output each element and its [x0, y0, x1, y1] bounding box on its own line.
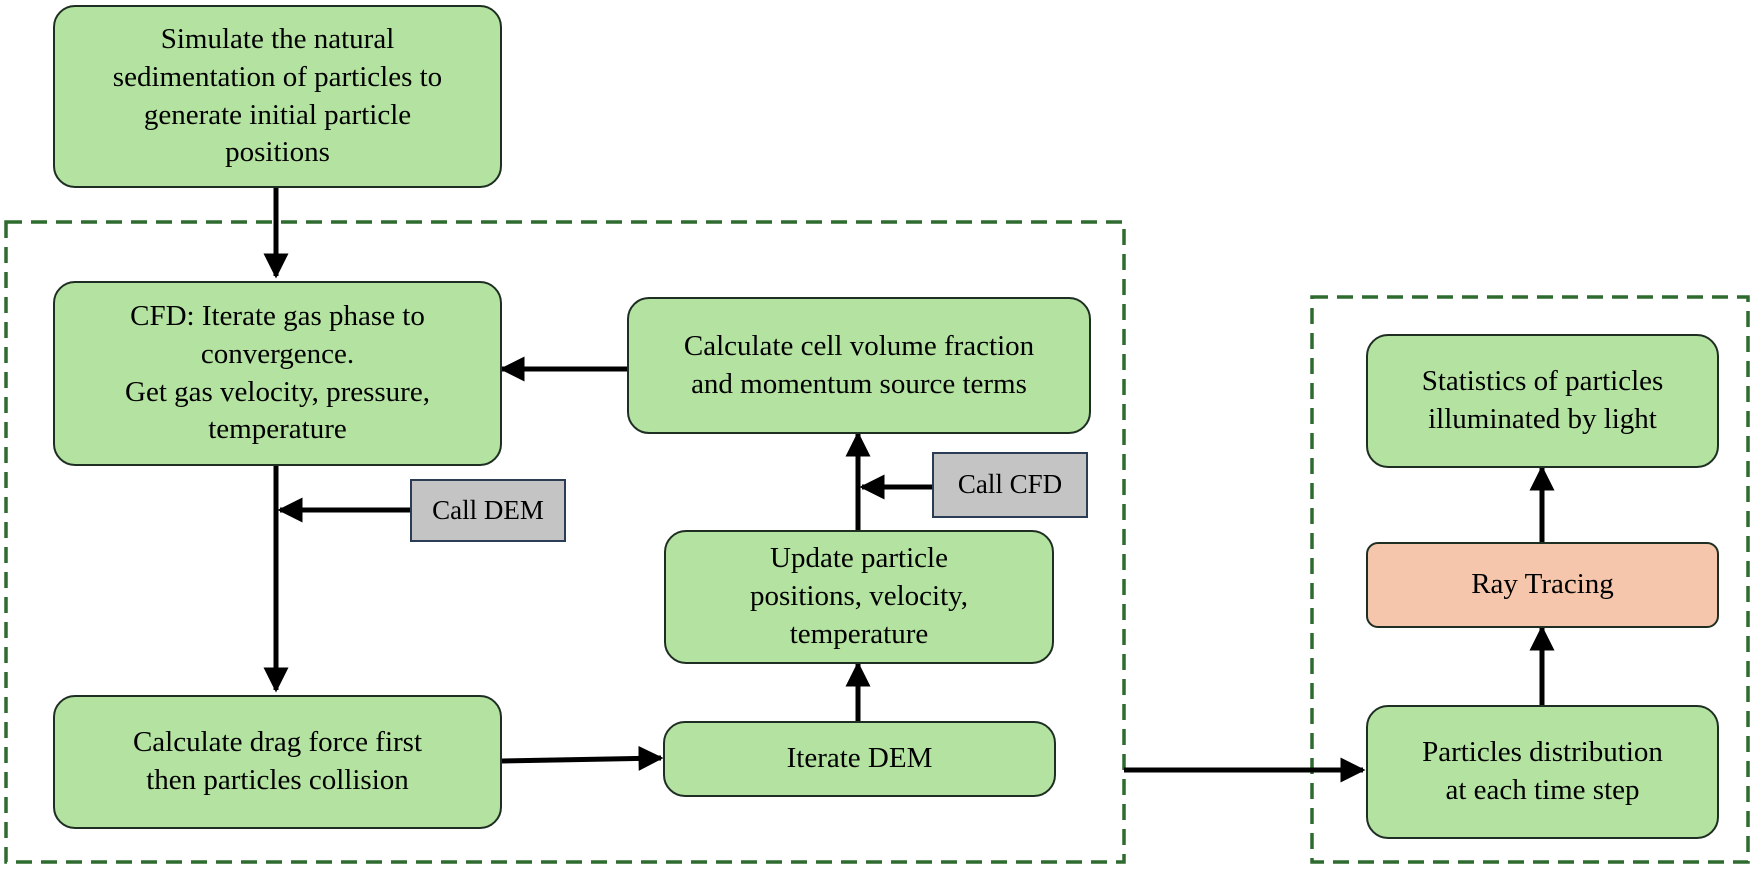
node-ray-tracing: Ray Tracing	[1366, 542, 1719, 628]
node-update-particles: Update particle positions, velocity, tem…	[664, 530, 1054, 664]
node-call-dem: Call DEM	[410, 479, 566, 542]
node-statistics-label: Statistics of particles illuminated by l…	[1421, 365, 1664, 435]
node-cfd-iterate: CFD: Iterate gas phase to convergence. G…	[53, 281, 502, 466]
node-iterate-dem-label: Iterate DEM	[786, 742, 933, 775]
node-call-cfd-label: Call CFD	[957, 469, 1063, 500]
node-update-particles-label: Update particle positions, velocity, tem…	[749, 542, 969, 650]
node-distribution-label: Particles distribution at each time step	[1422, 736, 1663, 806]
node-sedimentation: Simulate the natural sedimentation of pa…	[53, 5, 502, 188]
node-cfd-iterate-label: CFD: Iterate gas phase to convergence. G…	[125, 300, 430, 446]
node-call-cfd: Call CFD	[932, 452, 1088, 518]
node-volume-fraction: Calculate cell volume fraction and momen…	[627, 297, 1091, 434]
node-drag-force-label: Calculate drag force first then particle…	[132, 726, 423, 796]
node-ray-tracing-label: Ray Tracing	[1471, 568, 1614, 601]
node-call-dem-label: Call DEM	[432, 494, 544, 525]
arrow-drag-force-to-iterate-dem	[501, 745, 664, 771]
node-iterate-dem: Iterate DEM	[663, 721, 1056, 797]
node-drag-force: Calculate drag force first then particle…	[53, 695, 502, 829]
node-sedimentation-label: Simulate the natural sedimentation of pa…	[112, 23, 443, 169]
node-statistics: Statistics of particles illuminated by l…	[1366, 334, 1719, 468]
cfd-dem-coupling-group	[4, 220, 1126, 864]
node-distribution: Particles distribution at each time step	[1366, 705, 1719, 839]
node-volume-fraction-label: Calculate cell volume fraction and momen…	[683, 329, 1035, 400]
